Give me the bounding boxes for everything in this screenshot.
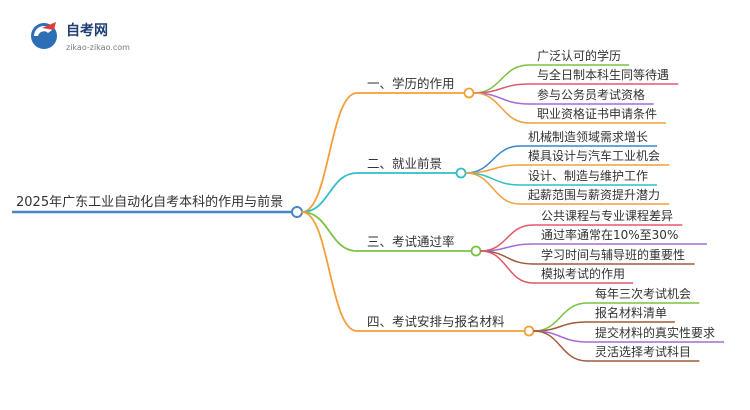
leaf-label: 公共课程与专业课程差异	[541, 208, 673, 223]
branch-label: 一、学历的作用	[367, 76, 455, 91]
leaf-connector	[480, 250, 534, 265]
root-node-circle[interactable]	[291, 206, 303, 218]
leaf-label: 与全日制本科生同等待遇	[537, 67, 669, 82]
leaf-label: 学习时间与辅导班的重要性	[541, 247, 685, 262]
leaf-connector	[533, 330, 588, 362]
leaf-label: 广泛认可的学历	[537, 48, 621, 63]
leaf-label: 职业资格证书申请条件	[537, 106, 657, 121]
leaf-label: 机械制造领域需求增长	[528, 129, 648, 144]
leaf-label: 模具设计与汽车工业机会	[528, 148, 660, 163]
logo-url: zikao-zikao.com	[66, 43, 130, 52]
branch-label: 二、就业前景	[367, 156, 442, 171]
branch-label: 四、考试安排与报名材料	[367, 314, 505, 329]
leaf-label: 报名材料清单	[595, 305, 667, 320]
leaf-label: 每年三次考试机会	[595, 286, 691, 301]
leaf-label: 通过率通常在10%至30%	[541, 227, 678, 242]
leaf-label: 设计、制造与维护工作	[528, 169, 648, 183]
logo-name: 自考网	[66, 22, 108, 39]
branch-connector	[301, 211, 358, 332]
logo-mark-icon	[31, 22, 57, 49]
leaf-connector	[480, 250, 534, 284]
leaf-connector	[465, 172, 521, 205]
leaf-label: 提交材料的真实性要求	[595, 325, 715, 340]
branch-connector	[301, 92, 358, 213]
branch-node-circle[interactable]	[455, 167, 467, 179]
site-logo[interactable]: 自考网 zikao-zikao.com	[28, 18, 158, 68]
branch-node-circle[interactable]	[470, 245, 482, 257]
leaf-label: 起薪范围与薪资提升潜力	[528, 187, 660, 202]
leaf-connector	[473, 92, 530, 124]
leaf-connector	[480, 243, 534, 252]
leaf-label: 灵活选择考试科目	[595, 344, 691, 359]
leaf-label: 参与公务员考试资格	[537, 87, 645, 102]
branch-label: 三、考试通过率	[367, 234, 455, 249]
branch-connector	[301, 211, 358, 252]
root-topic: 2025年广东工业自动化自考本科的作用与前景	[16, 194, 283, 210]
leaf-label: 模拟考试的作用	[541, 266, 625, 281]
branch-node-circle[interactable]	[463, 87, 475, 99]
branch-node-circle[interactable]	[523, 325, 535, 337]
branch-connector	[301, 172, 358, 213]
